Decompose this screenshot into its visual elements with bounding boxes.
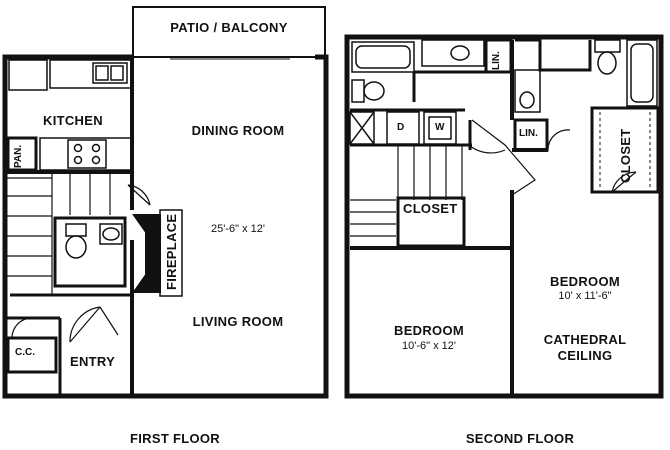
toilet-right-bowl	[597, 51, 617, 75]
dryer-label: D	[397, 122, 405, 133]
entry-label: ENTRY	[70, 354, 116, 369]
second-floor-caption: SECOND FLOOR	[465, 431, 575, 446]
dryer	[386, 111, 420, 145]
bathtub-right	[626, 39, 658, 107]
patio-label: PATIO / BALCONY	[170, 20, 288, 35]
washer-label: W	[435, 122, 445, 133]
master-closet-label: CLOSET	[618, 128, 633, 183]
powder-toilet-bowl	[65, 235, 87, 259]
vanity-left	[421, 39, 485, 67]
vanity-right	[514, 69, 541, 113]
cathedral-label-line1: CATHEDRAL	[543, 332, 627, 347]
kitchen-counter-top	[49, 59, 133, 89]
pantry-label: PAN.	[13, 144, 24, 168]
first-floor-stairs	[7, 172, 130, 297]
toilet-left-bowl	[363, 81, 385, 101]
linen-x-box	[349, 111, 375, 145]
cathedral-label-line2: CEILING	[557, 348, 613, 363]
washer	[423, 111, 457, 145]
bathtub-left	[351, 41, 415, 73]
bedroom-right-dimension: 10' x 11'-6"	[558, 290, 612, 302]
toilet-left-tank	[351, 79, 365, 103]
dining-room-label: DINING ROOM	[191, 123, 285, 138]
powder-sink	[99, 223, 123, 245]
powder-room	[53, 216, 127, 288]
second-floor-stairs	[350, 145, 463, 248]
bedroom-left-label: BEDROOM	[394, 323, 464, 338]
coat-closet-label: C.C.	[15, 347, 35, 358]
living-room-label: LIVING ROOM	[192, 314, 284, 329]
toilet-right-tank	[594, 39, 621, 53]
kitchen-label: KITCHEN	[43, 113, 103, 128]
second-floor-outer-walls	[344, 34, 664, 399]
bedroom-right-label: BEDROOM	[550, 274, 620, 289]
kitchen-counter-bottom	[39, 137, 133, 171]
powder-toilet-tank	[65, 223, 87, 237]
first-floor-caption: FIRST FLOOR	[130, 431, 220, 446]
linen-bath-label: LIN.	[519, 128, 538, 139]
stove	[67, 139, 107, 169]
fireplace-label: FIREPLACE	[164, 213, 179, 290]
linen-top-label: LIN.	[491, 51, 502, 70]
bedroom-left-dimension: 10'-6" x 12'	[402, 340, 456, 352]
kitchen-sink	[92, 62, 128, 84]
main-room-dimension: 25'-6" x 12'	[211, 223, 265, 235]
second-floor-plan	[344, 34, 664, 399]
master-closet-box	[590, 106, 660, 194]
hall-closet-label: CLOSET	[403, 201, 458, 216]
first-floor-plan	[2, 6, 329, 399]
coat-closet	[6, 336, 58, 374]
linen-closet-bath	[513, 118, 549, 152]
fireplace	[132, 214, 161, 293]
refrigerator	[8, 59, 48, 91]
